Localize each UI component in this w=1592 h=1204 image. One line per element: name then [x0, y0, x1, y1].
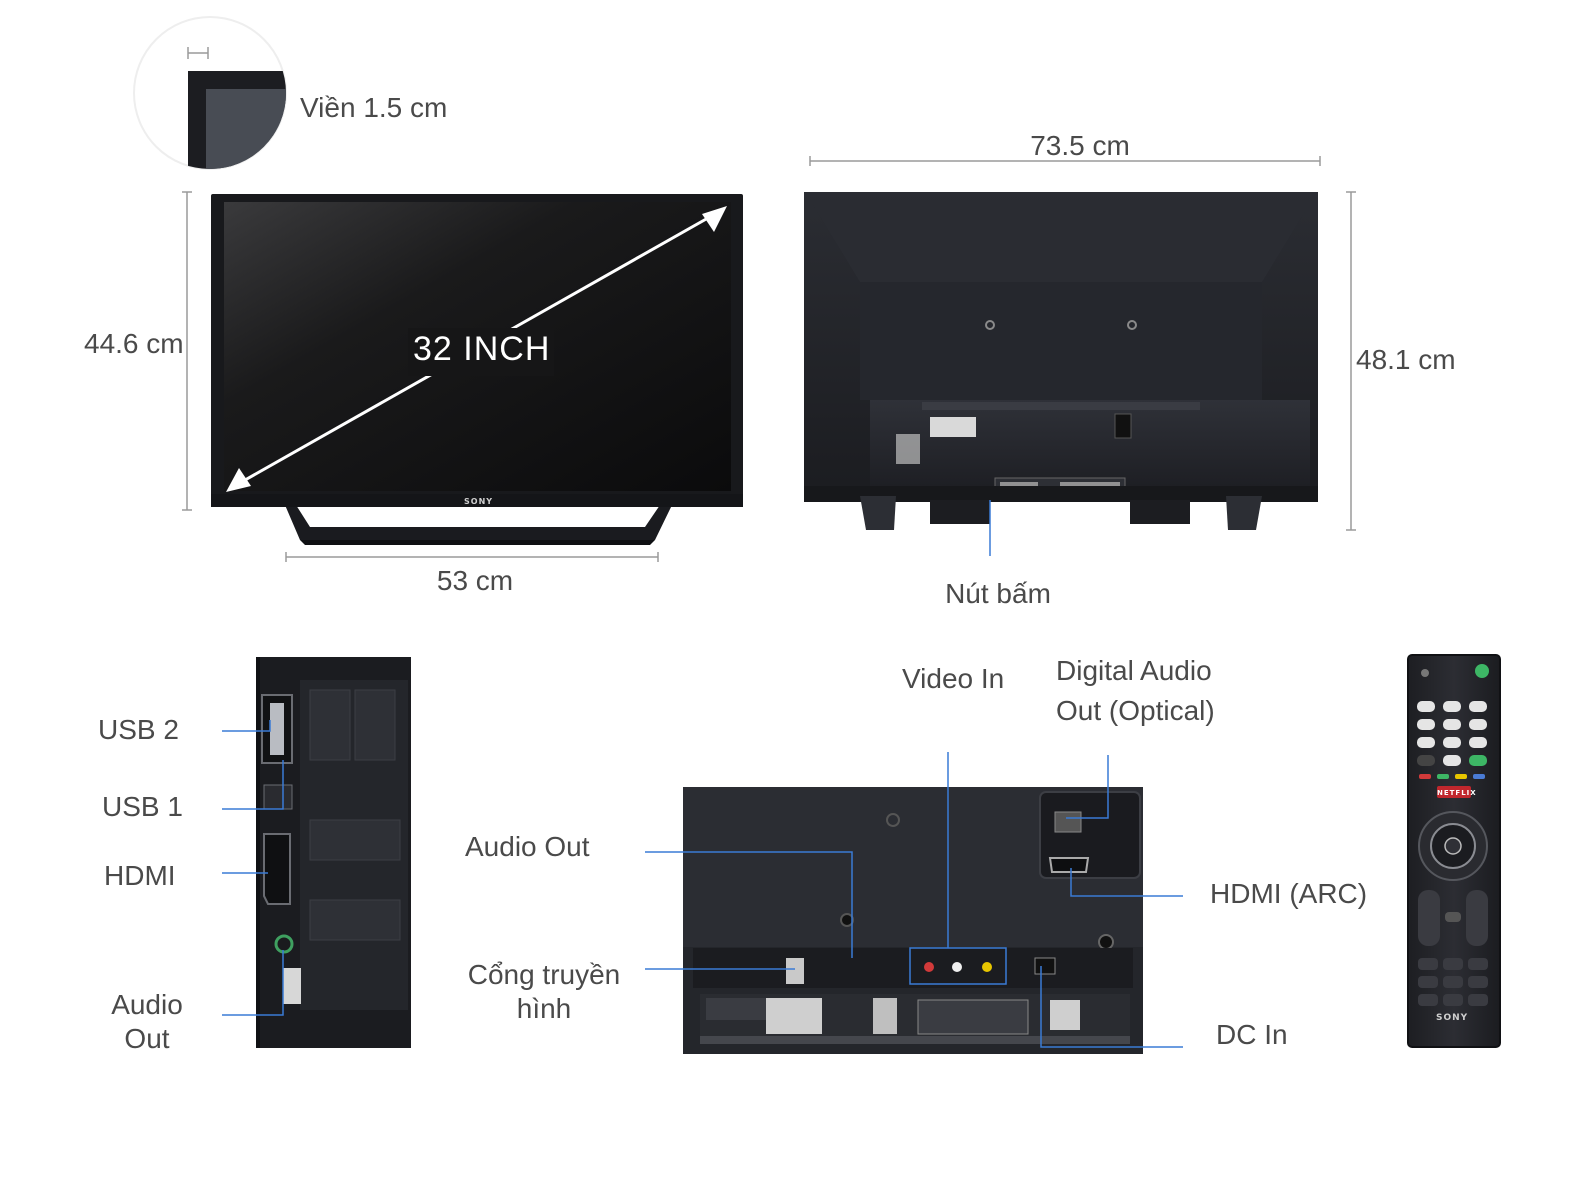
digital-audio-out-label: Digital Audio Out (Optical) [1056, 655, 1215, 726]
side-hdmi-label: HDMI [104, 860, 176, 891]
usb1-label: USB 1 [102, 791, 183, 822]
back-width-label: 73.5 cm [1030, 130, 1130, 161]
remote-control [1407, 654, 1501, 1048]
hdmi-arc-label: HDMI (ARC) [1210, 878, 1368, 909]
video-in-label: Video In [902, 663, 1005, 694]
front-width-label: 53 cm [436, 565, 514, 596]
back-ports-photo [683, 787, 1143, 1054]
tv-back [804, 192, 1318, 530]
front-dimension-lines [182, 191, 659, 562]
side-audio-out-label: Audio Out [111, 989, 183, 1054]
back-height-label: 48.1 cm [1356, 344, 1456, 375]
remote-brand-label: SONY [1436, 1013, 1469, 1023]
brand-logo: SONY [464, 497, 494, 506]
diagonal-arrow [226, 206, 727, 492]
usb2-label: USB 2 [98, 714, 179, 745]
diagonal-label: 32 INCH [413, 330, 551, 368]
side-ports-photo [256, 657, 411, 1048]
dc-in-label: DC In [1216, 1019, 1288, 1050]
antenna-port-label: Cổng truyền hình [467, 959, 621, 1024]
front-height-label: 44.6 cm [84, 328, 184, 359]
side-ports-callouts [222, 720, 284, 1016]
back-audio-out-label: Audio Out [465, 831, 590, 862]
remote-netflix-label: NETFLIX [1437, 789, 1477, 797]
buttons-label: Nút bấm [945, 578, 1051, 609]
back-dimension-lines [809, 156, 1356, 531]
back-ports-callouts [645, 752, 1183, 1048]
bezel-label: Viền 1.5 cm [300, 92, 448, 123]
bezel-magnifier [133, 16, 287, 170]
